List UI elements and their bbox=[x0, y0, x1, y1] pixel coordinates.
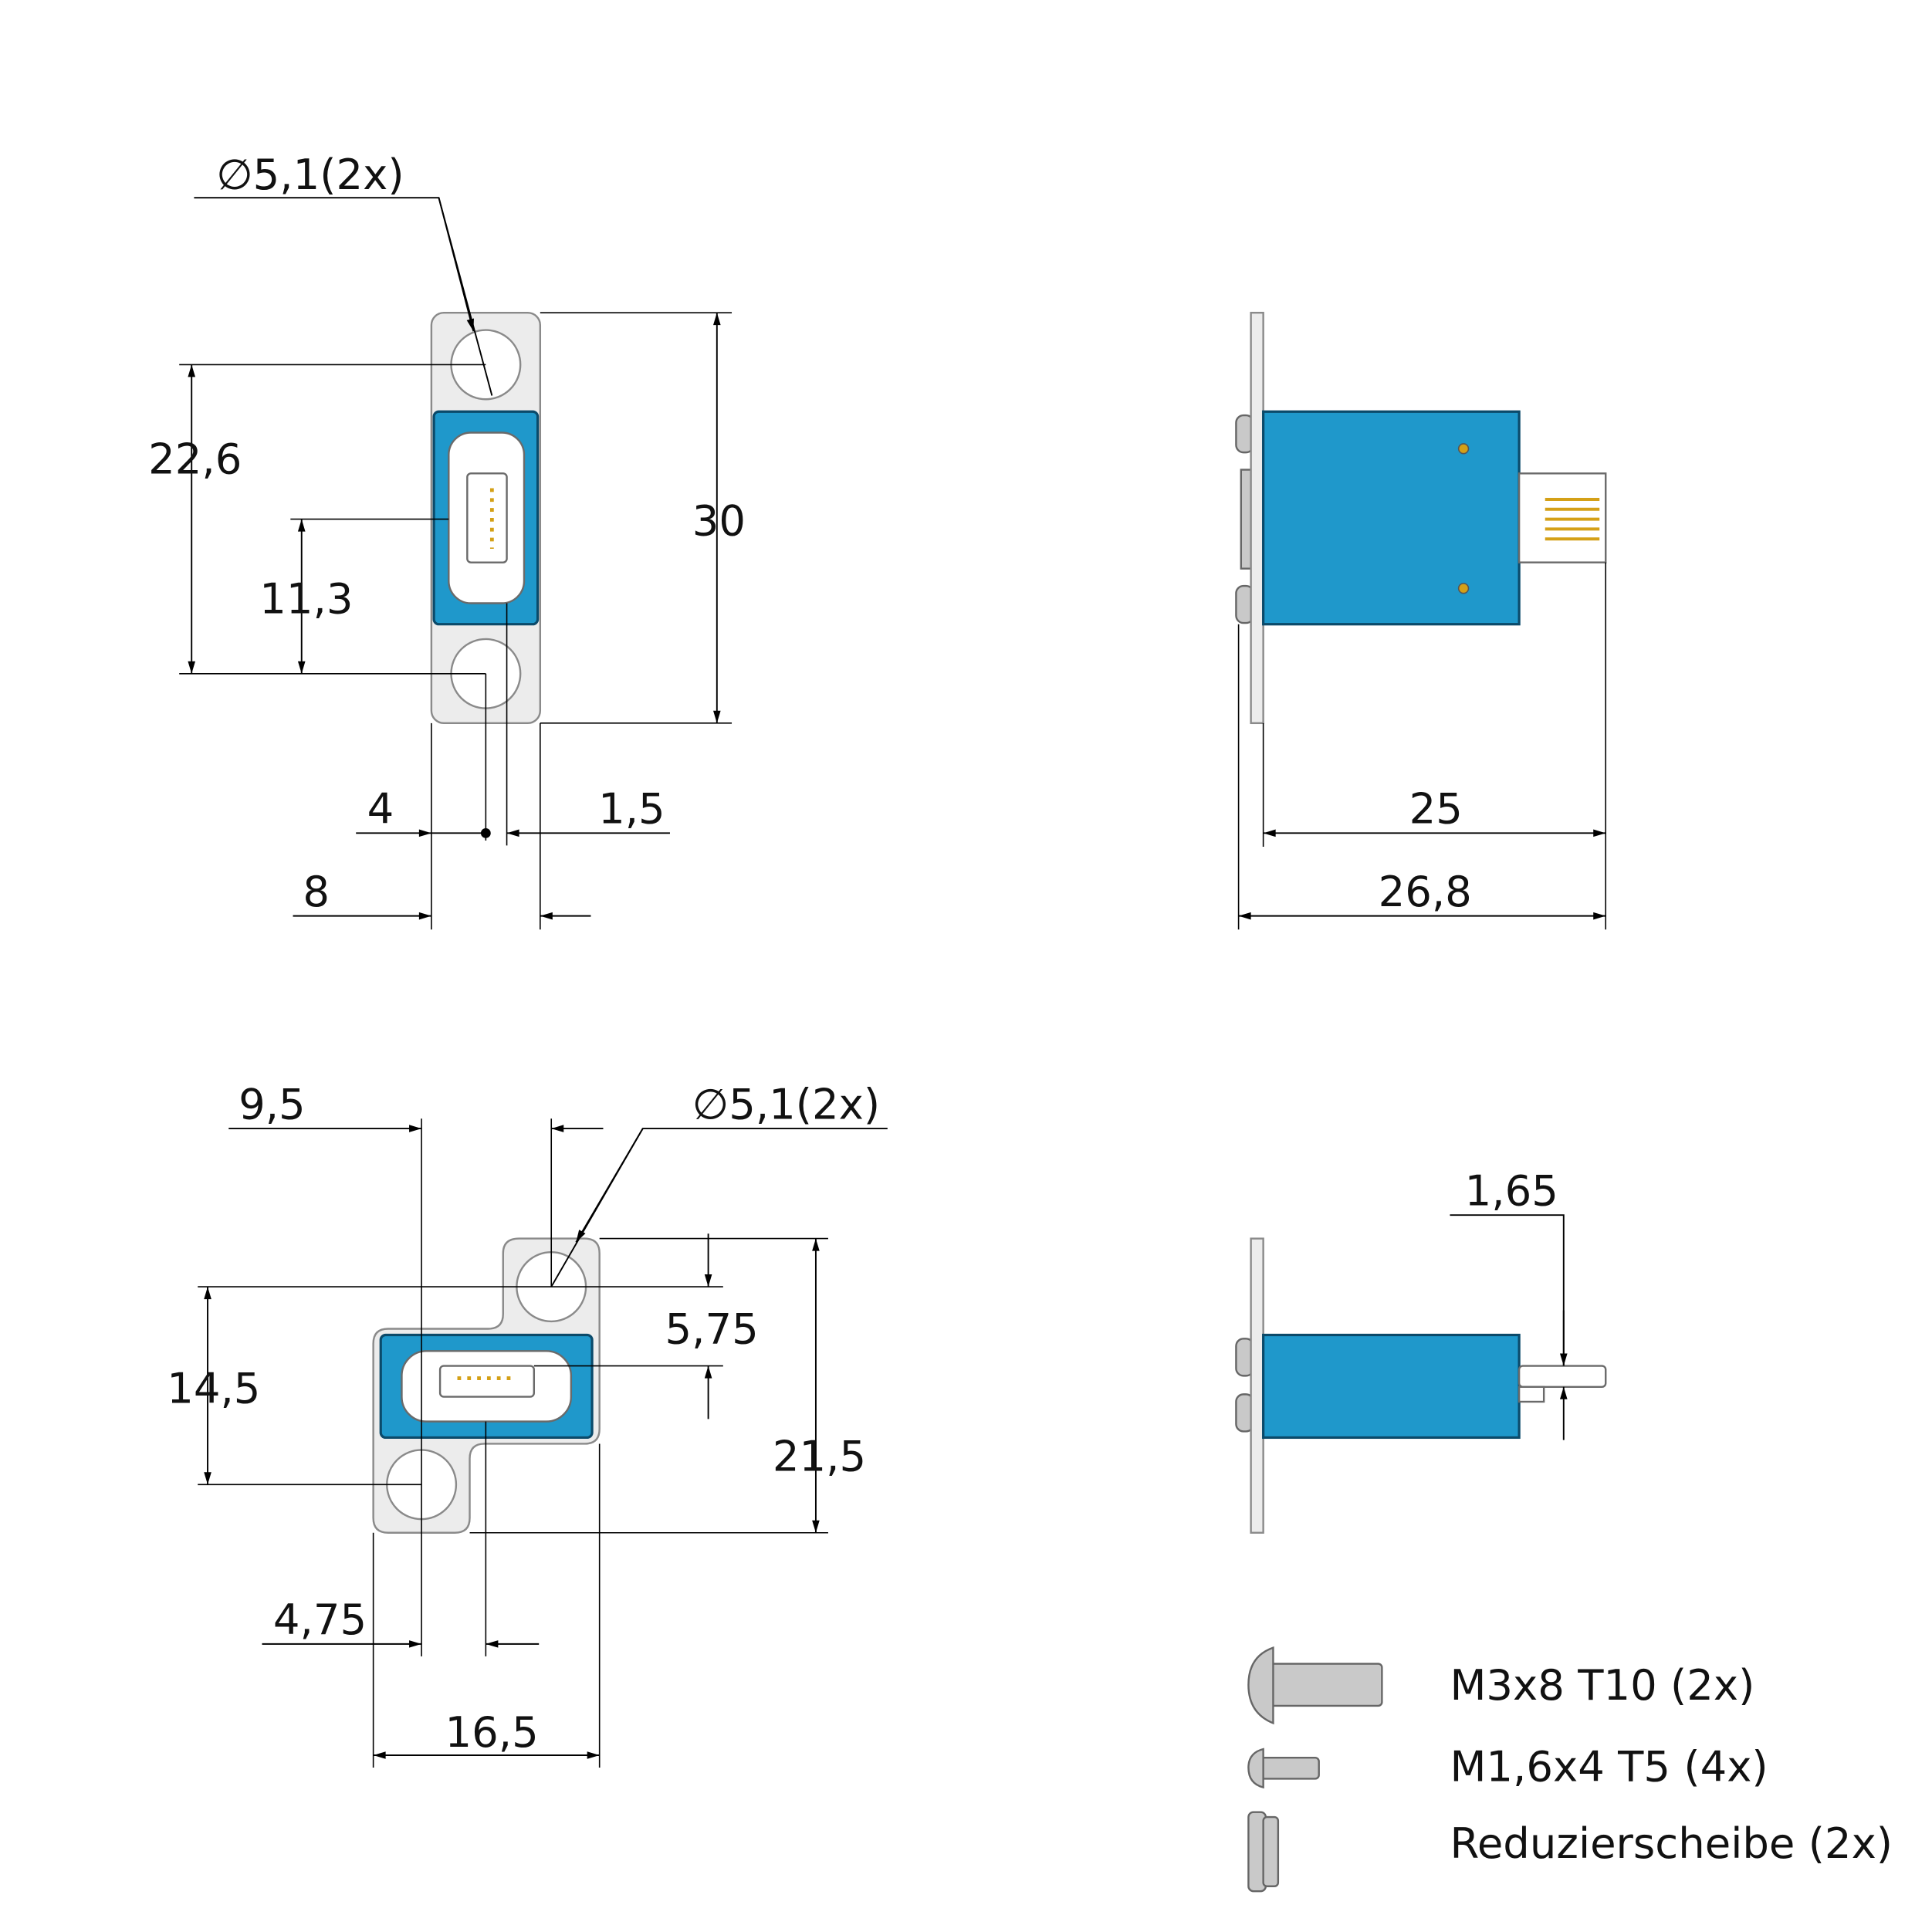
part-label: Reduzierscheibe (2x) bbox=[1450, 1819, 1893, 1868]
dim-label: 4 bbox=[367, 784, 394, 834]
dim-label: 14,5 bbox=[167, 1364, 260, 1413]
washer-icon bbox=[1247, 1811, 1280, 1893]
side-view-top: 25 26,8 bbox=[1235, 311, 1607, 930]
plug-base bbox=[1518, 1386, 1545, 1403]
dim-label: 11,3 bbox=[259, 574, 353, 623]
front-view-bottom: 9,5 ∅5,1(2x) 14,5 5,75 21,5 4,75 16,5 bbox=[167, 1079, 888, 1768]
hole-callout: ∅5,1(2x) bbox=[692, 1079, 880, 1128]
part-label: M1,6x4 T5 (4x) bbox=[1450, 1742, 1768, 1792]
connector-body bbox=[1262, 410, 1521, 626]
hole-callout: ∅5,1(2x) bbox=[216, 150, 404, 199]
dim-label: 1,5 bbox=[598, 784, 665, 834]
dim-label: 16,5 bbox=[445, 1707, 539, 1757]
dim-label: 22,6 bbox=[148, 434, 242, 483]
plug-contacts bbox=[1545, 497, 1600, 541]
button-head-screw-icon bbox=[1247, 1646, 1383, 1725]
dim-label: 30 bbox=[692, 496, 746, 545]
dim-label: 9,5 bbox=[239, 1079, 306, 1128]
parts-list: M3x8 T10 (2x) M1,6x4 T5 (4x) Reduziersch… bbox=[1247, 1646, 1893, 1893]
connector-body bbox=[1262, 1333, 1521, 1440]
small-screw-icon bbox=[1247, 1748, 1320, 1789]
dim-label: 25 bbox=[1409, 784, 1463, 834]
micro-usb-port bbox=[438, 1365, 536, 1398]
usb-plug bbox=[1518, 1365, 1607, 1388]
dim-label: 5,75 bbox=[665, 1304, 759, 1354]
front-view-top: ∅5,1(2x) 22,6 11,3 30 4 1,5 8 bbox=[148, 150, 746, 930]
flange bbox=[1250, 1237, 1264, 1534]
side-view-bottom: 1,65 bbox=[1235, 1166, 1607, 1534]
dim-label: 1,65 bbox=[1465, 1166, 1558, 1215]
dim-label: 21,5 bbox=[773, 1432, 866, 1481]
dim-label: 4,75 bbox=[273, 1595, 367, 1644]
part-label: M3x8 T10 (2x) bbox=[1450, 1660, 1754, 1710]
micro-usb-port bbox=[466, 472, 508, 563]
dim-label: 26,8 bbox=[1379, 867, 1472, 916]
flange bbox=[1250, 311, 1264, 725]
dim-label: 8 bbox=[303, 867, 330, 916]
